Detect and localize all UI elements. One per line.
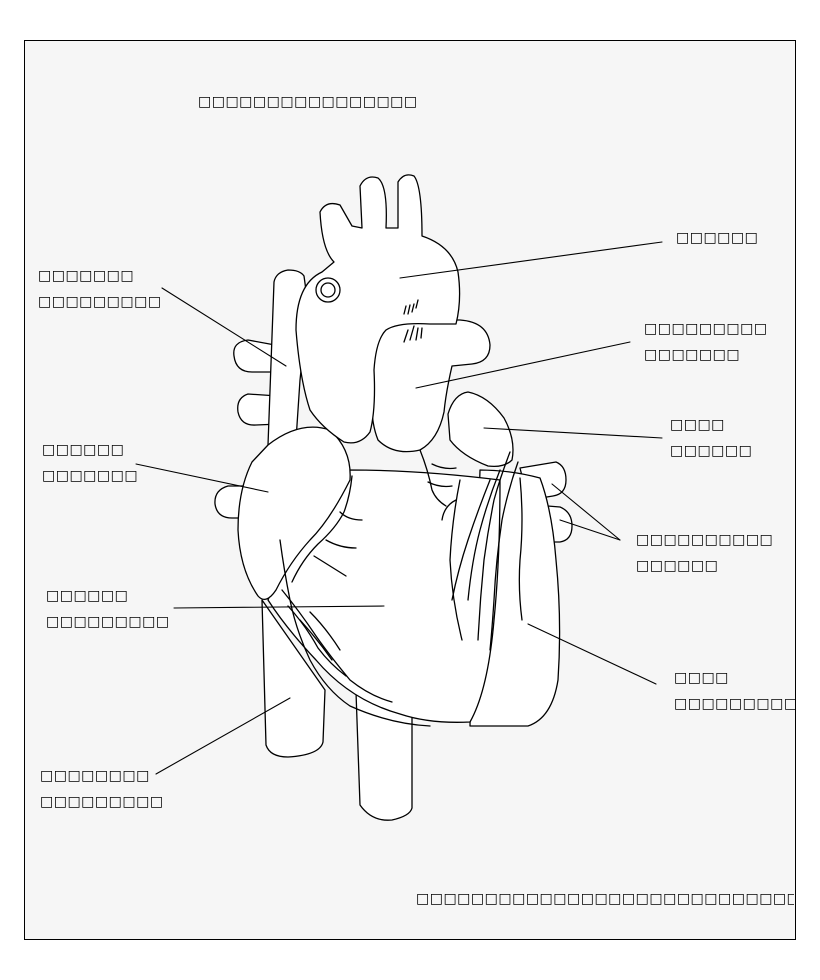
label-pulmonary-artery: □□□□□□□□□ □□□□□□□ <box>644 321 768 363</box>
aortic-arch <box>295 174 461 444</box>
valve-marks-2 <box>403 325 423 343</box>
leader-lines <box>135 241 663 775</box>
label-aorta: □□□□□□ <box>676 230 759 246</box>
aortic-ring-inner <box>320 282 336 298</box>
label-left-atrium: □□□□ □□□□□□ <box>670 417 753 459</box>
label-left-ventricle: □□□□ □□□□□□□□□ <box>674 670 798 712</box>
right-pulmonary-vein-upper <box>233 339 279 373</box>
label-right-atrium: □□□□□□ □□□□□□□ <box>42 442 139 484</box>
inferior-vena-cava <box>261 599 326 758</box>
left-atrium-shape <box>447 391 514 468</box>
descending-aorta <box>355 691 413 821</box>
diagram-caption: □□□□□□□□□□□□□□□□□□□□□□□□□□□□□□□□□□□□□□□□… <box>416 891 794 907</box>
label-right-ventricle: □□□□□□ □□□□□□□□□ <box>46 588 170 630</box>
pulmonary-trunk <box>370 319 491 453</box>
coronary-vessels <box>279 449 523 727</box>
label-pulmonary-veins: □□□□□□□□□□ □□□□□□ <box>636 532 774 574</box>
label-superior-vena-cava: □□□□□□□ □□□□□□□□□ <box>38 268 162 310</box>
valve-marks-1 <box>403 299 419 315</box>
label-inferior-vena-cava: □□□□□□□□ □□□□□□□□□ <box>40 768 164 810</box>
diagram-title: □□□□□□□□□□□□□□□□ <box>198 94 418 110</box>
